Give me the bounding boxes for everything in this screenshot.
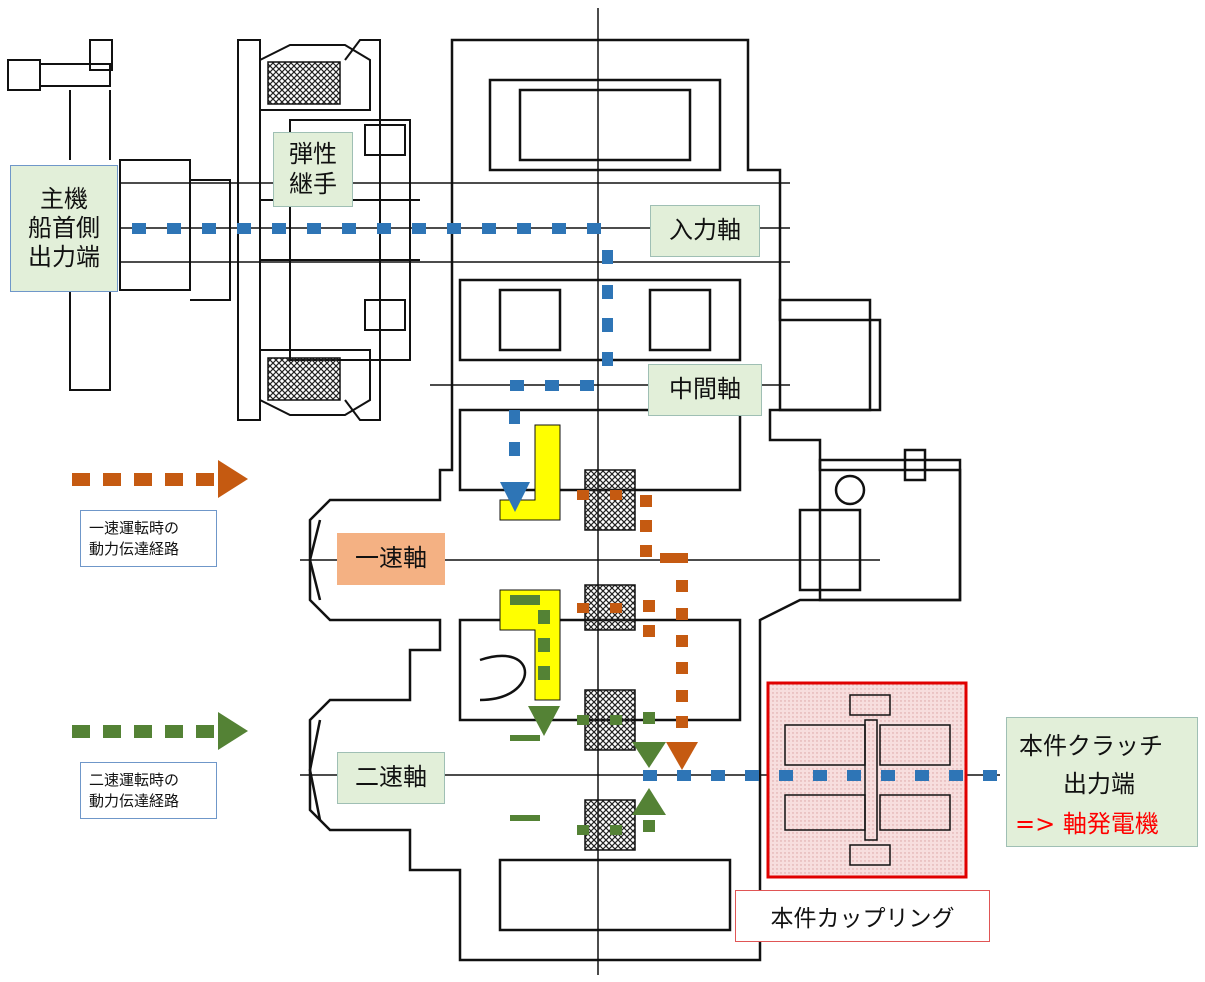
clutch-output-box: 本件クラッチ 出力端 => 軸発電機 bbox=[1006, 717, 1198, 847]
main-engine-label: 主機 船首側 出力端 bbox=[10, 165, 118, 292]
engine-flange bbox=[7, 39, 231, 391]
input-shaft-label: 入力軸 bbox=[650, 205, 760, 257]
coupling-label: 本件カップリング bbox=[735, 890, 990, 942]
elastic-rubber-top bbox=[267, 61, 341, 105]
legend-arrow-second-speed bbox=[72, 712, 248, 750]
yellow-highlights bbox=[499, 424, 561, 701]
coupling-detail bbox=[784, 694, 951, 866]
elastic-coupling-label: 弾性 継手 bbox=[273, 132, 353, 207]
second-speed-shaft-label: 二速軸 bbox=[337, 752, 445, 804]
gearbox-housing bbox=[308, 38, 962, 962]
coupling-frame bbox=[766, 681, 968, 879]
legend-first-speed: 一速運転時の 動力伝達経路 bbox=[80, 510, 217, 567]
legend-second-speed: 二速運転時の 動力伝達経路 bbox=[80, 762, 217, 819]
clutch-packs bbox=[584, 469, 636, 851]
clutch-output-line3: => 軸発電機 bbox=[1015, 810, 1159, 838]
first-speed-shaft-label: 一速軸 bbox=[337, 533, 445, 585]
orange-power-path bbox=[577, 490, 698, 770]
clutch-output-line2: 出力端 bbox=[1063, 770, 1135, 798]
green-power-path bbox=[510, 595, 666, 835]
legend-arrow-first-speed bbox=[72, 460, 248, 498]
elastic-rubber-bottom bbox=[267, 357, 341, 401]
intermediate-shaft-label: 中間軸 bbox=[648, 364, 762, 416]
clutch-output-line1: 本件クラッチ bbox=[1019, 732, 1163, 760]
